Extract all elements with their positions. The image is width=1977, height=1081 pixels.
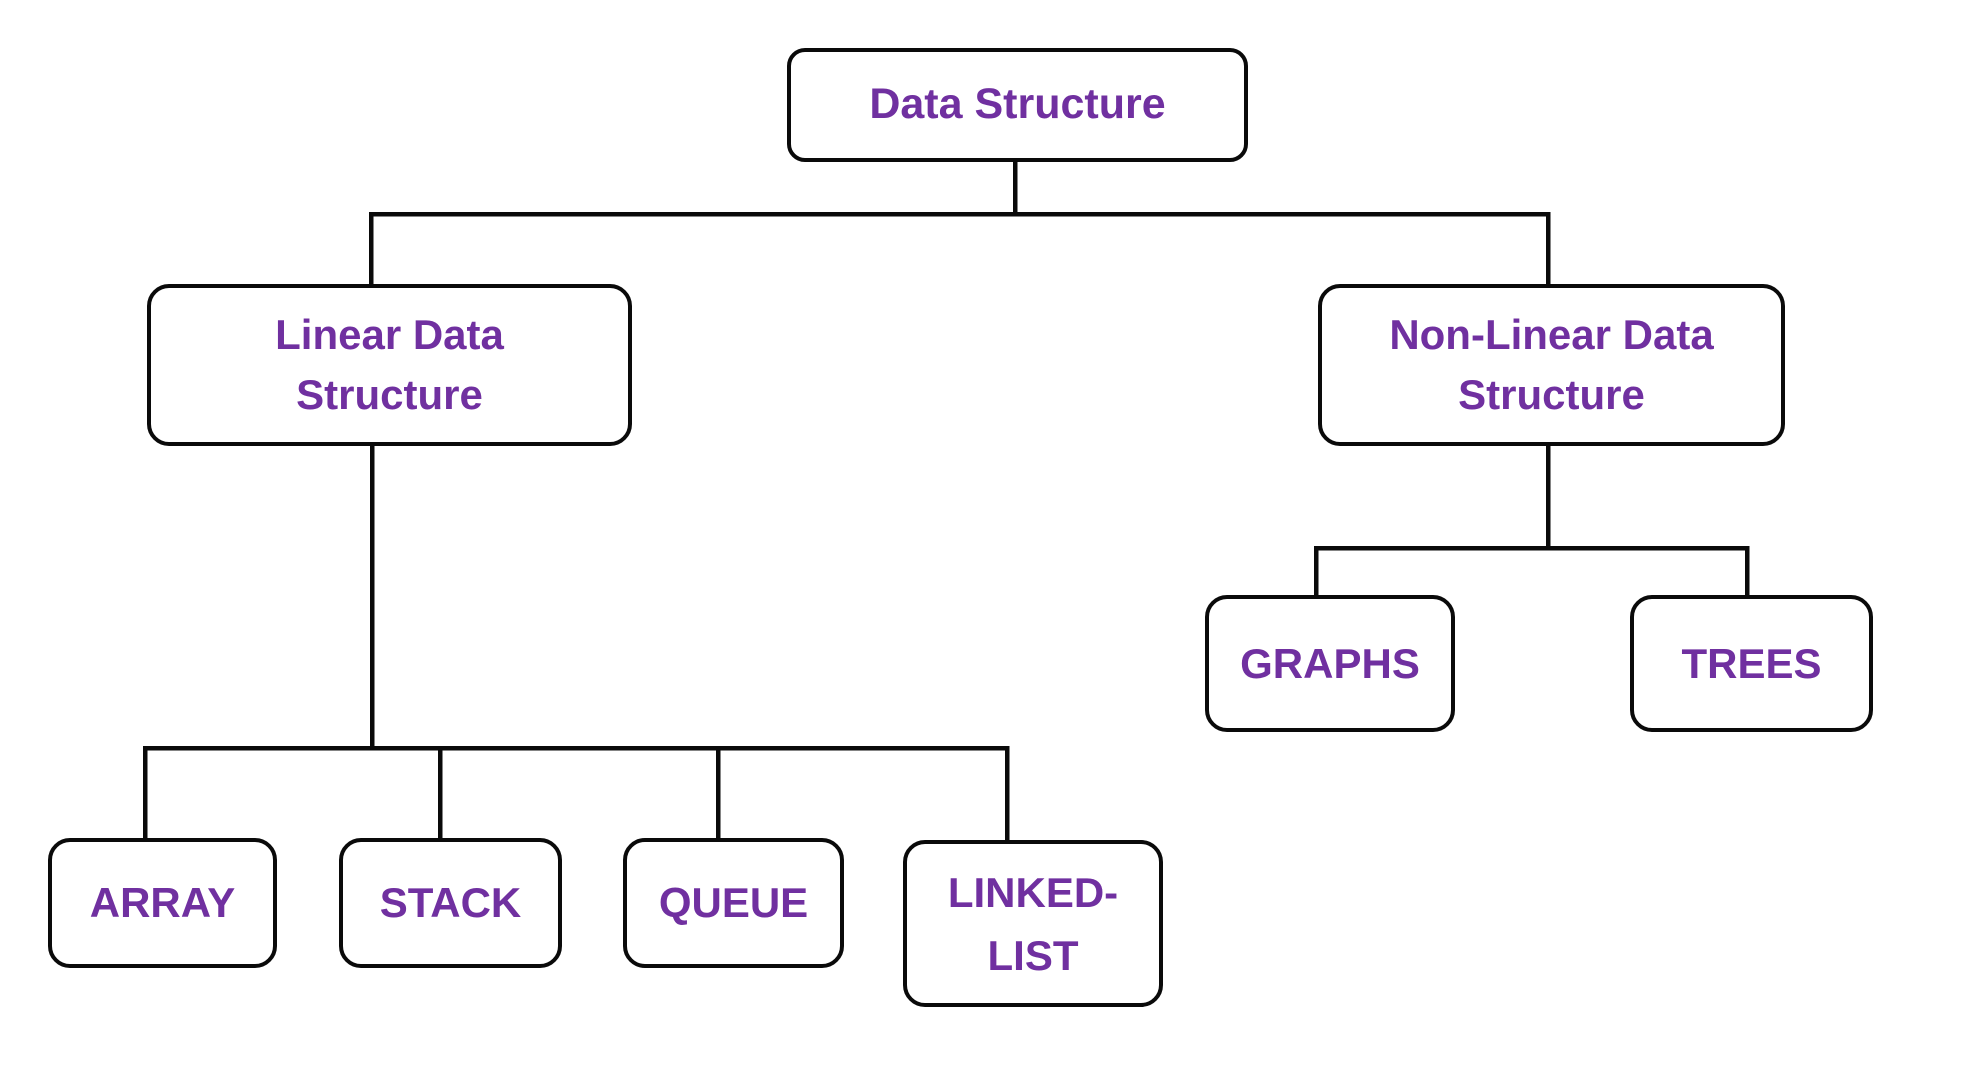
node-nonlinear-label-line1: Non-Linear Data	[1389, 311, 1714, 359]
node-linear-data-structure: Linear Data Structure	[147, 284, 632, 446]
node-linear-label-line1: Linear Data	[275, 311, 504, 359]
node-graphs: GRAPHS	[1205, 595, 1455, 732]
node-graphs-label: GRAPHS	[1240, 639, 1420, 687]
node-nonlinear-label-line2: Structure	[1458, 371, 1645, 418]
node-linked-list-label-line1: LINKED-	[947, 868, 1119, 916]
node-stack-label: STACK	[379, 879, 522, 927]
node-data-structure: Data Structure	[787, 48, 1248, 162]
node-linked-list-label-line2: LIST	[987, 931, 1079, 979]
node-data-structure-label: Data Structure	[869, 80, 1166, 129]
node-trees: TREES	[1630, 595, 1873, 732]
node-stack: STACK	[339, 838, 562, 968]
node-queue: QUEUE	[623, 838, 844, 968]
node-trees-label: TREES	[1681, 639, 1822, 687]
node-array: ARRAY	[48, 838, 277, 968]
node-linked-list: LINKED- LIST	[903, 840, 1163, 1007]
node-array-label: ARRAY	[89, 879, 236, 927]
node-linear-label-line2: Structure	[296, 371, 483, 418]
node-nonlinear-data-structure: Non-Linear Data Structure	[1318, 284, 1785, 446]
node-queue-label: QUEUE	[658, 879, 809, 927]
